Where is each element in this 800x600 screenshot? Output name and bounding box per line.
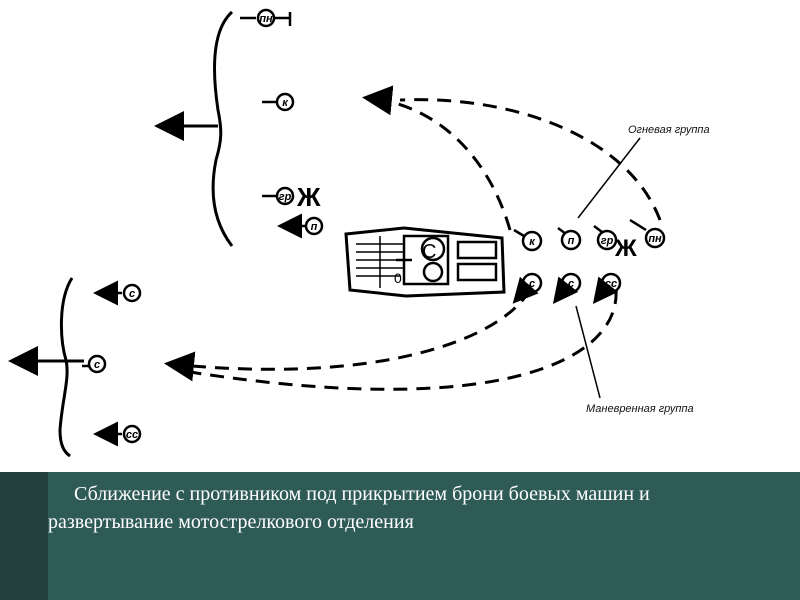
fire-team-commander: к xyxy=(521,230,543,252)
svg-text:сс: сс xyxy=(605,278,617,290)
maneuver-senior-rifleman: сс xyxy=(600,272,622,294)
maneuver-rifleman-2: с xyxy=(560,272,582,294)
flag-mark-top: Ж xyxy=(296,182,321,212)
svg-text:п: п xyxy=(568,235,575,247)
rifleman-symbol-lower-2: с xyxy=(87,354,107,374)
fire-team-machine-gunner: пн xyxy=(644,227,666,249)
svg-text:гр: гр xyxy=(279,191,292,203)
commander-symbol-top: к xyxy=(275,92,295,112)
svg-text:гр: гр xyxy=(601,235,614,247)
maneuver-rifleman-1: с xyxy=(521,272,543,294)
svg-text:сс: сс xyxy=(126,429,138,441)
grenade-launcher-symbol-top: гр xyxy=(275,186,295,206)
senior-rifleman-symbol-lower: сс xyxy=(122,424,142,444)
svg-text:0: 0 xyxy=(394,270,402,286)
svg-text:с: с xyxy=(129,288,135,300)
fire-team-flag-mark: Ж xyxy=(614,235,637,262)
asst-grenade-symbol-top: п xyxy=(304,216,324,236)
svg-text:п: п xyxy=(311,221,318,233)
caption-panel: Сближение с противником под прикрытием б… xyxy=(0,472,800,600)
maneuver-group-pointer xyxy=(575,305,601,399)
svg-text:с: с xyxy=(568,278,574,290)
svg-text:пн: пн xyxy=(259,13,273,25)
maneuver-group-route-outer xyxy=(189,289,618,391)
upper-line-brace xyxy=(211,10,234,247)
maneuver-group-label: Маневренная группа xyxy=(586,403,694,415)
maneuver-group-route-inner xyxy=(164,289,532,382)
armored-vehicle: С 0 xyxy=(344,226,506,298)
svg-text:к: к xyxy=(282,97,289,109)
svg-text:С: С xyxy=(422,241,436,263)
fire-team-grenade-launcher: гр xyxy=(596,229,618,251)
machine-gunner-symbol-top: пн xyxy=(256,8,276,28)
fire-team-asst-grenade: п xyxy=(560,229,582,251)
lower-line-brace xyxy=(58,277,74,458)
svg-text:пн: пн xyxy=(648,233,662,245)
tactical-diagram: пн к гр Ж п с с сс xyxy=(7,8,710,458)
fire-group-route-outer xyxy=(399,98,662,221)
rifleman-symbol-lower-1: с xyxy=(122,283,142,303)
decorative-strip xyxy=(0,472,48,600)
fire-group-label: Огневая группа xyxy=(628,124,710,136)
svg-text:с: с xyxy=(529,278,535,290)
fire-group-pointer xyxy=(577,137,641,219)
svg-text:к: к xyxy=(529,236,536,248)
fire-group-route-inner xyxy=(362,85,512,231)
svg-text:с: с xyxy=(94,359,100,371)
slide-caption: Сближение с противником под прикрытием б… xyxy=(48,483,650,533)
